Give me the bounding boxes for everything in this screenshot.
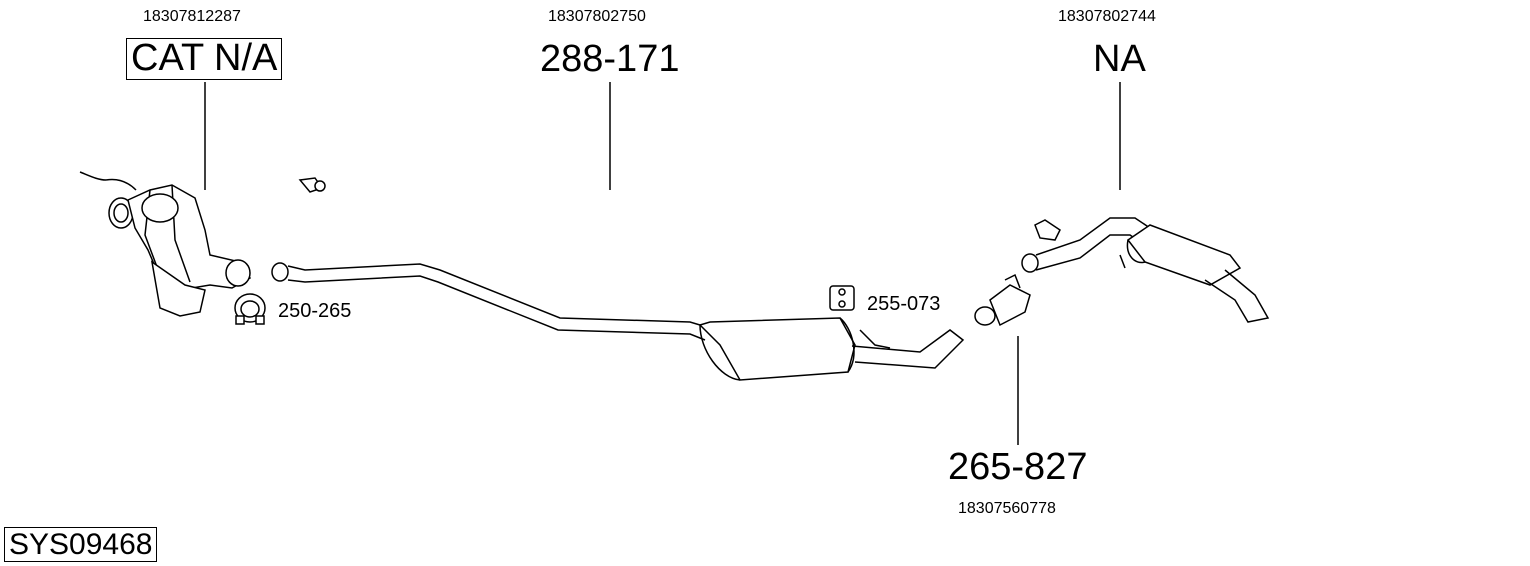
rubber-mount-part <box>829 285 855 311</box>
connector-oem-number: 18307560778 <box>958 500 1056 517</box>
cat-oem-number: 18307812287 <box>143 8 241 25</box>
catalytic-converter-part <box>79 171 326 317</box>
rear-silencer-part-label[interactable]: NA <box>1093 38 1146 80</box>
front-pipe-part-label[interactable]: 288-171 <box>540 38 680 80</box>
rubber-mount-label[interactable]: 255-073 <box>867 293 941 315</box>
connector-part-label[interactable]: 265-827 <box>948 446 1088 488</box>
connector-part <box>974 273 1031 327</box>
clamp-label[interactable]: 250-265 <box>278 300 352 322</box>
rear-silencer-part <box>1021 217 1270 323</box>
clamp-part <box>234 293 266 325</box>
front-pipe-part <box>271 262 965 381</box>
system-code-label: SYS09468 <box>4 527 158 562</box>
front-pipe-oem-number: 18307802750 <box>548 8 646 25</box>
rear-silencer-oem-number: 18307802744 <box>1058 8 1156 25</box>
cat-part-label[interactable]: CAT N/A <box>126 38 283 80</box>
